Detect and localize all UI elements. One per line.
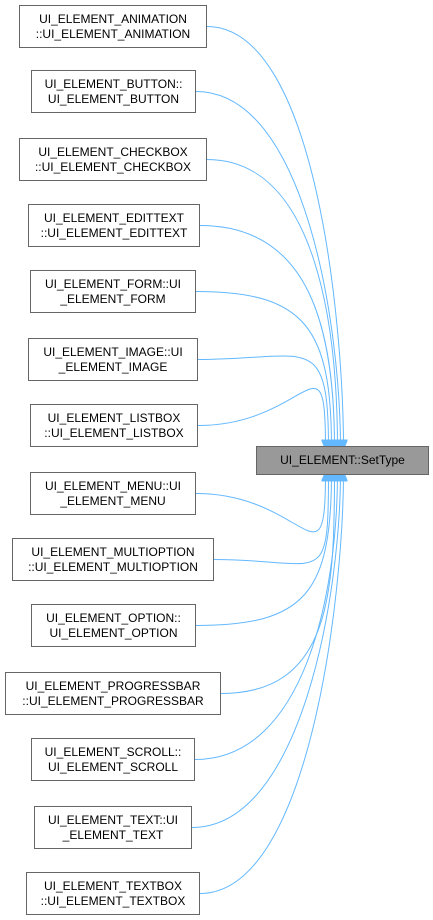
call-edge — [206, 26, 344, 449]
caller-line2: ::UI_ELEMENT_MULTIOPTION — [28, 559, 198, 574]
caller-node-checkbox[interactable]: UI_ELEMENT_CHECKBOX ::UI_ELEMENT_CHECKBO… — [19, 138, 207, 181]
caller-line2: UI_ELEMENT_OPTION — [49, 625, 178, 640]
call-edge — [197, 388, 326, 448]
call-edge — [195, 291, 332, 449]
caller-node-button[interactable]: UI_ELEMENT_BUTTON:: UI_ELEMENT_BUTTON — [31, 70, 196, 113]
caller-node-form[interactable]: UI_ELEMENT_FORM::UI _ELEMENT_FORM — [30, 270, 196, 313]
caller-line2: _ELEMENT_MENU — [60, 493, 166, 508]
caller-line2: _ELEMENT_IMAGE — [58, 359, 168, 374]
caller-node-listbox[interactable]: UI_ELEMENT_LISTBOX ::UI_ELEMENT_LISTBOX — [30, 404, 198, 447]
caller-line1: UI_ELEMENT_BUTTON:: — [44, 76, 183, 91]
caller-node-menu[interactable]: UI_ELEMENT_MENU::UI _ELEMENT_MENU — [30, 472, 196, 515]
caller-node-edittext[interactable]: UI_ELEMENT_EDITTEXT ::UI_ELEMENT_EDITTEX… — [28, 204, 200, 247]
caller-line2: ::UI_ELEMENT_CHECKBOX — [34, 159, 192, 174]
caller-node-multioption[interactable]: UI_ELEMENT_MULTIOPTION ::UI_ELEMENT_MULT… — [12, 538, 214, 581]
target-node-setype[interactable]: UI_ELEMENT::SetType — [256, 446, 429, 475]
call-edge — [213, 473, 329, 565]
caller-line2: UI_ELEMENT_BUTTON — [47, 91, 180, 106]
caller-line2: ::UI_ELEMENT_LISTBOX — [44, 425, 184, 440]
call-edge — [197, 355, 329, 449]
caller-node-option[interactable]: UI_ELEMENT_OPTION:: UI_ELEMENT_OPTION — [31, 604, 196, 647]
caller-node-text[interactable]: UI_ELEMENT_TEXT::UI _ELEMENT_TEXT — [34, 806, 192, 849]
caller-line2: ::UI_ELEMENT_EDITTEXT — [40, 225, 188, 240]
caller-line1: UI_ELEMENT_CHECKBOX — [38, 144, 188, 159]
call-edge — [199, 225, 335, 449]
caller-line1: UI_ELEMENT_MENU::UI — [44, 478, 182, 493]
caller-line1: UI_ELEMENT_OPTION:: — [46, 610, 181, 625]
call-edge — [206, 159, 338, 449]
caller-line1: UI_ELEMENT_IMAGE::UI — [43, 344, 183, 359]
caller-line1: UI_ELEMENT_LISTBOX — [47, 410, 181, 425]
caller-line2: ::UI_ELEMENT_PROGRESSBAR — [22, 693, 204, 708]
call-edge — [195, 473, 326, 533]
caller-line1: UI_ELEMENT_TEXT::UI — [47, 812, 179, 827]
caller-line2: ::UI_ELEMENT_ANIMATION — [35, 26, 191, 41]
call-edge — [191, 473, 341, 828]
caller-node-scroll[interactable]: UI_ELEMENT_SCROLL:: UI_ELEMENT_SCROLL — [31, 738, 195, 781]
caller-line2: UI_ELEMENT_SCROLL — [47, 759, 179, 774]
target-node-label: UI_ELEMENT::SetType — [280, 453, 405, 467]
caller-line1: UI_ELEMENT_EDITTEXT — [43, 210, 185, 225]
call-edge — [199, 473, 344, 894]
caller-line1: UI_ELEMENT_FORM::UI — [44, 276, 182, 291]
call-edge — [220, 473, 335, 694]
caller-line1: UI_ELEMENT_MULTIOPTION — [31, 544, 195, 559]
caller-node-animation[interactable]: UI_ELEMENT_ANIMATION ::UI_ELEMENT_ANIMAT… — [19, 5, 207, 48]
caller-node-textbox[interactable]: UI_ELEMENT_TEXTBOX ::UI_ELEMENT_TEXTBOX — [26, 872, 200, 915]
caller-line1: UI_ELEMENT_PROGRESSBAR — [25, 678, 201, 693]
call-edge — [194, 473, 338, 760]
caller-line2: ::UI_ELEMENT_TEXTBOX — [40, 893, 186, 908]
caller-line1: UI_ELEMENT_ANIMATION — [39, 11, 187, 26]
call-edge — [195, 91, 341, 449]
call-edge — [195, 473, 332, 626]
caller-node-progressbar[interactable]: UI_ELEMENT_PROGRESSBAR ::UI_ELEMENT_PROG… — [5, 672, 221, 715]
caller-line1: UI_ELEMENT_TEXTBOX — [43, 878, 183, 893]
caller-line2: _ELEMENT_FORM — [60, 291, 166, 306]
caller-line2: _ELEMENT_TEXT — [62, 827, 164, 842]
caller-node-image[interactable]: UI_ELEMENT_IMAGE::UI _ELEMENT_IMAGE — [28, 338, 198, 381]
caller-line1: UI_ELEMENT_SCROLL:: — [44, 744, 182, 759]
